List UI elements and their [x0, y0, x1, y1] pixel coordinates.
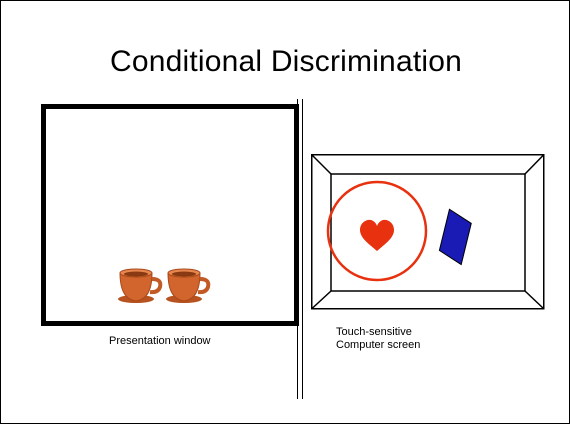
orange-cup-icon [118, 268, 163, 303]
heart-icon[interactable] [360, 219, 394, 251]
slide-title: Conditional Discrimination [109, 45, 463, 78]
caption-line-2: Computer screen [336, 339, 421, 351]
parallelogram-icon[interactable] [428, 208, 483, 266]
computer-screen [311, 154, 545, 310]
presentation-window [41, 104, 299, 326]
selection-ring [326, 180, 428, 282]
presentation-window-caption: Presentation window [109, 335, 211, 347]
screen-inner-area [330, 173, 526, 292]
orange-cup-icon [166, 268, 211, 303]
panel-divider [297, 99, 303, 399]
computer-screen-caption: Touch-sensitive Computer screen [336, 326, 420, 352]
cups-illustration [118, 268, 211, 303]
caption-line-1: Touch-sensitive [336, 326, 412, 338]
